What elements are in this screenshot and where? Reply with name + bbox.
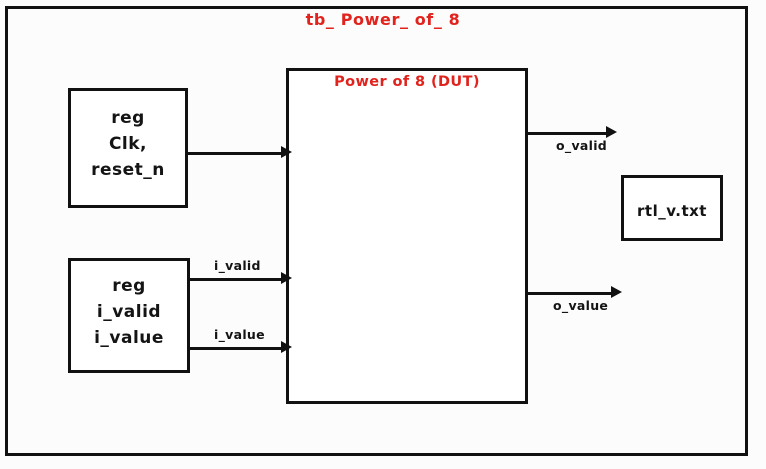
arrow-head-o-valid-icon bbox=[606, 126, 617, 138]
label-o-valid: o_valid bbox=[556, 138, 608, 153]
label-i-value: i_value bbox=[214, 327, 265, 342]
arrow-head-clk-icon bbox=[281, 146, 292, 158]
dut-title: Power of 8 (DUT) bbox=[334, 74, 480, 90]
reg-clk-line-1: reg bbox=[111, 108, 145, 128]
wire-o-value bbox=[528, 292, 616, 295]
reg-clk-block: reg Clk, reset_n bbox=[68, 88, 188, 208]
arrow-head-i-valid-icon bbox=[281, 272, 292, 284]
wire-clk bbox=[188, 152, 284, 155]
reg-input-line-3: i_value bbox=[94, 328, 164, 348]
output-file-name: rtl_v.txt bbox=[637, 202, 707, 220]
output-file-labels: rtl_v.txt bbox=[624, 198, 720, 224]
output-file-block: rtl_v.txt bbox=[621, 175, 723, 241]
reg-input-line-2: i_valid bbox=[96, 302, 162, 322]
label-i-valid: i_valid bbox=[214, 258, 261, 273]
reg-input-block: reg i_valid i_value bbox=[68, 258, 190, 373]
reg-input-line-1: reg bbox=[112, 276, 146, 296]
label-o-value: o_value bbox=[553, 298, 609, 313]
arrow-head-i-value-icon bbox=[281, 341, 292, 353]
wire-o-valid bbox=[528, 132, 611, 135]
reg-clk-line-3: reset_n bbox=[91, 160, 165, 180]
wire-i-valid bbox=[190, 278, 284, 281]
testbench-frame bbox=[5, 6, 748, 456]
reg-clk-line-2: Clk, bbox=[108, 134, 148, 154]
reg-clk-labels: reg Clk, reset_n bbox=[71, 105, 185, 183]
testbench-title: tb_ Power_ of_ 8 bbox=[305, 10, 461, 29]
wire-i-value bbox=[190, 347, 284, 350]
reg-input-labels: reg i_valid i_value bbox=[71, 273, 187, 351]
arrow-head-o-value-icon bbox=[611, 286, 622, 298]
dut-block bbox=[286, 68, 528, 404]
